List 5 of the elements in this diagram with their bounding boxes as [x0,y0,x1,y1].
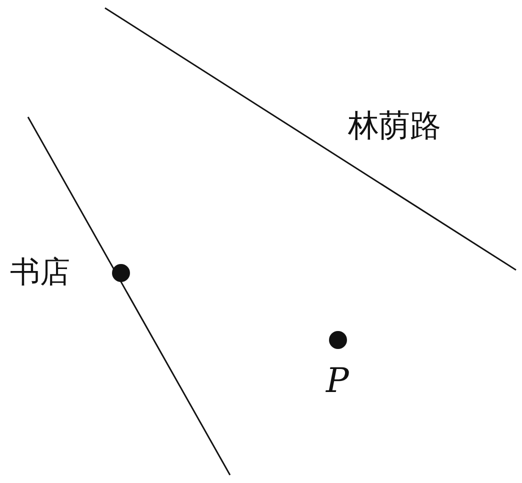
point-label: P [326,364,349,398]
road-label: 林荫路 [348,111,441,142]
point-label: 书店 [10,258,70,288]
point-dot [329,331,347,349]
point-dot [112,264,130,282]
